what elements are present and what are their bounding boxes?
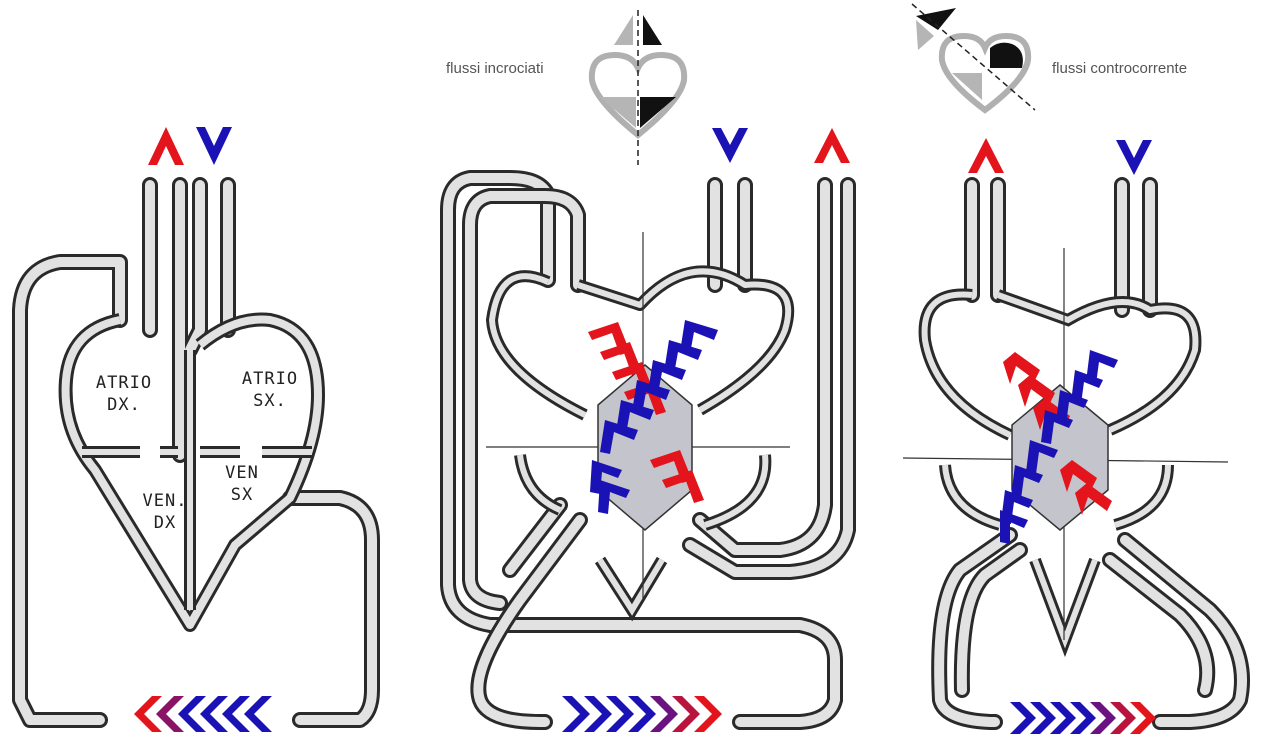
chevron-diagonal-blue-icon <box>1000 350 1118 544</box>
panel-normal-heart <box>12 127 380 732</box>
chevron-down-blue-icon <box>712 128 748 163</box>
tube-system-1 <box>12 177 380 728</box>
right-atrium-line-2: DX. <box>107 395 141 415</box>
heart-symbol-icon <box>911 3 1036 114</box>
chevron-down-blue-icon <box>1116 140 1152 175</box>
left-atrium-line-1: ATRIO <box>241 369 299 389</box>
chevron-up-red-icon <box>968 138 1004 173</box>
chevron-diagonal-blue-icon <box>590 320 718 514</box>
tube-system-3 <box>931 177 1250 730</box>
left-ventricle-label: VEN SX <box>212 462 272 506</box>
tube-system-2 <box>440 170 856 730</box>
chevron-row-icon <box>134 696 272 732</box>
right-ventricle-label: VEN. DX <box>130 490 200 534</box>
chevron-diagonal-red-icon <box>1003 352 1112 515</box>
chevron-down-blue-icon <box>196 127 232 165</box>
chevron-up-red-icon <box>148 127 184 165</box>
panel-countercurrent-flows <box>902 3 1250 734</box>
right-atrium-line-1: ATRIO <box>95 373 153 393</box>
right-ventricle-line-2: DX <box>153 513 177 533</box>
right-atrium-label: ATRIO DX. <box>86 372 162 416</box>
left-ventricle-line-1: VEN <box>225 463 259 483</box>
right-ventricle-line-1: VEN. <box>142 491 188 511</box>
left-atrium-line-2: SX. <box>253 391 287 411</box>
chevron-row-icon <box>562 696 722 732</box>
left-atrium-label: ATRIO SX. <box>232 368 308 412</box>
countercurrent-flows-caption: flussi controcorrente <box>1052 60 1188 77</box>
heart-symbol-icon <box>588 10 688 165</box>
left-ventricle-line-2: SX <box>230 485 254 505</box>
chevron-up-red-icon <box>814 128 850 163</box>
panel-crossed-flows <box>440 10 856 732</box>
chevron-row-icon <box>1010 702 1156 734</box>
crossed-flows-caption: flussi incrociati <box>446 60 544 77</box>
